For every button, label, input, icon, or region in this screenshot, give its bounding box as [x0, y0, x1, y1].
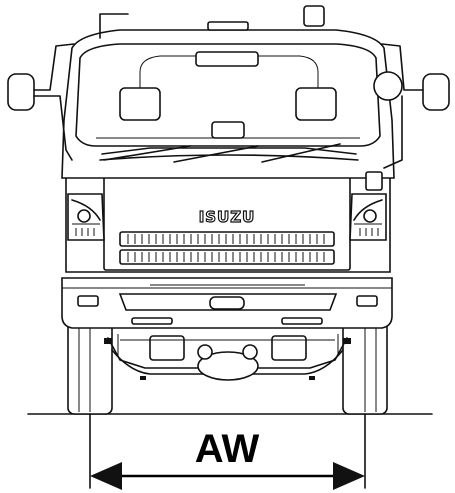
chassis-underside — [104, 334, 351, 381]
front-grille — [119, 231, 335, 265]
left-seat — [119, 87, 161, 121]
dimension-label: AW — [195, 427, 260, 471]
right-wheels — [342, 317, 388, 415]
brand-badge: ISUZU — [199, 208, 256, 226]
left-arrowhead — [90, 462, 122, 490]
right-fog-lamp — [356, 295, 378, 307]
right-arrowhead — [333, 462, 365, 490]
left-fog-lamp — [77, 295, 99, 307]
left-headlight — [67, 193, 105, 241]
left-mirror — [7, 43, 75, 161]
right-seat — [295, 87, 337, 121]
right-headlight — [349, 193, 387, 241]
cab-upper-body — [61, 29, 395, 179]
right-mirror — [365, 43, 450, 191]
aw-dimension: AW — [89, 413, 366, 490]
front-bumper — [61, 277, 393, 329]
roof-lamps — [99, 5, 325, 39]
wipers — [103, 143, 341, 163]
left-wheels — [67, 317, 113, 415]
